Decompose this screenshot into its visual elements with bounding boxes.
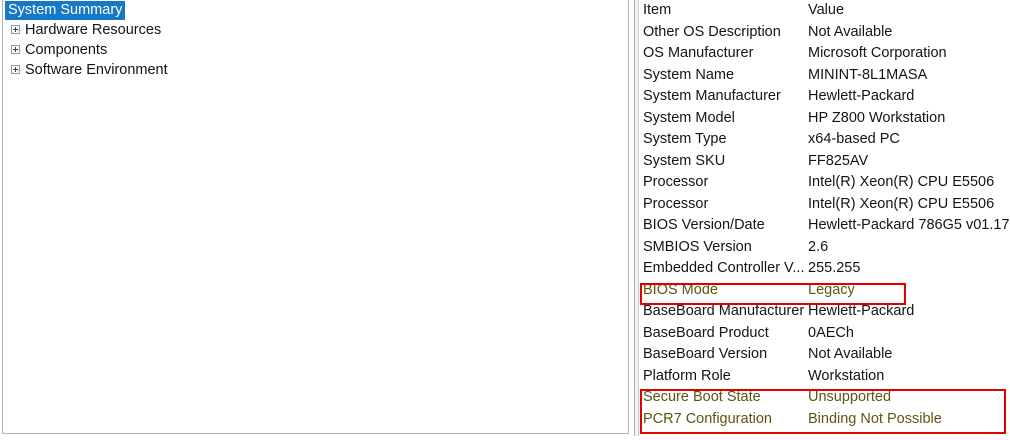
tree-item-hardware-resources[interactable]: Hardware Resources xyxy=(3,20,628,40)
cell-item: System Manufacturer xyxy=(643,88,781,104)
table-row[interactable]: System Manufacturer Hewlett-Packard xyxy=(640,86,1010,108)
table-row[interactable]: Other OS Description Not Available xyxy=(640,22,1010,44)
cell-item: System Model xyxy=(643,109,735,126)
cell-value: FF825AV xyxy=(808,152,869,169)
cell-item: System Type xyxy=(643,131,727,147)
cell-item: BaseBoard Product xyxy=(643,324,769,341)
cell-item: BIOS Mode xyxy=(643,281,718,298)
expand-plus-icon[interactable] xyxy=(11,24,20,34)
cell-item: Other OS Description xyxy=(643,23,781,40)
list-gutter xyxy=(635,0,639,436)
tree-connector-line xyxy=(17,70,22,71)
tree-item-system-summary[interactable]: System Summary xyxy=(3,0,628,20)
table-row[interactable]: Secure Boot State Unsupported xyxy=(640,387,1010,409)
tree-item-software-environment[interactable]: Software Environment xyxy=(3,60,628,80)
cell-item: BaseBoard Version xyxy=(643,346,768,362)
tree-item-label-selected: System Summary xyxy=(5,1,126,20)
tree-connector-line xyxy=(17,50,22,51)
table-row[interactable]: Platform Role Workstation xyxy=(640,366,1010,388)
cell-item: BIOS Version/Date xyxy=(643,217,765,233)
table-row[interactable]: System Model HP Z800 Workstation xyxy=(640,108,1010,130)
cell-item: SMBIOS Version xyxy=(643,238,752,255)
cell-value: Workstation xyxy=(808,367,885,384)
cell-item: Embedded Controller V... xyxy=(643,260,805,276)
cell-value: Hewlett-Packard xyxy=(808,88,915,104)
cell-value: Intel(R) Xeon(R) CPU E5506 xyxy=(808,174,995,190)
table-row[interactable]: BaseBoard Product 0AECh xyxy=(640,323,1010,345)
expand-plus-icon[interactable] xyxy=(11,64,20,74)
tree-item-components[interactable]: Components xyxy=(3,40,628,60)
cell-value: x64-based PC xyxy=(808,131,900,147)
cell-value: MININT-8L1MASA xyxy=(808,66,928,83)
cell-value: Microsoft Corporation xyxy=(808,45,947,61)
cell-value: 255.255 xyxy=(808,260,861,276)
table-row[interactable]: Embedded Controller V...255.255 xyxy=(640,258,1010,280)
cell-item: Secure Boot State xyxy=(643,389,761,405)
cell-item: Platform Role xyxy=(643,367,731,384)
table-row[interactable]: BIOS Version/Date Hewlett-Packard 786G5 v… xyxy=(640,215,1010,237)
cell-value: Hewlett-Packard 786G5 v01.17, 8/ xyxy=(808,217,1010,233)
cell-item: Processor xyxy=(643,195,709,212)
table-row[interactable]: Processor Intel(R) Xeon(R) CPU E5506 xyxy=(640,172,1010,194)
cell-value: Not Available xyxy=(808,346,893,362)
cell-value: Hewlett-Packard xyxy=(808,303,915,319)
expand-plus-icon[interactable] xyxy=(11,44,20,54)
cell-value: Unsupported xyxy=(808,389,892,405)
table-row[interactable]: System SKU FF825AV xyxy=(640,151,1010,173)
cell-item: PCR7 Configuration xyxy=(643,410,772,427)
tree-connector-line xyxy=(17,30,22,31)
tree-item-label: Components xyxy=(25,42,108,59)
table-row[interactable]: OS Manufacturer Microsoft Corporation xyxy=(640,43,1010,65)
cell-value: Binding Not Possible xyxy=(808,410,942,427)
table-row[interactable]: SMBIOS Version 2.6 xyxy=(640,237,1010,259)
cell-item: OS Manufacturer xyxy=(643,45,754,61)
cell-item: Processor xyxy=(643,174,709,190)
table-row[interactable]: BIOS Mode Legacy xyxy=(640,280,1010,302)
table-row[interactable]: System Name MININT-8L1MASA xyxy=(640,65,1010,87)
cell-value: 2.6 xyxy=(808,238,829,255)
cell-value: Intel(R) Xeon(R) CPU E5506 xyxy=(808,195,995,212)
table-row[interactable]: Processor Intel(R) Xeon(R) CPU E5506 xyxy=(640,194,1010,216)
cell-value: Not Available xyxy=(808,23,893,40)
tree-item-label: Hardware Resources xyxy=(25,22,162,39)
table-row[interactable]: BaseBoard Version Not Available xyxy=(640,344,1010,366)
tree-item-label: Software Environment xyxy=(25,62,168,79)
list-header-row[interactable]: Item Value xyxy=(640,0,1010,22)
cell-item: BaseBoard Manufacturer xyxy=(643,303,805,319)
table-row[interactable]: PCR7 Configuration Binding Not Possible xyxy=(640,409,1010,431)
table-row[interactable]: System Type x64-based PC xyxy=(640,129,1010,151)
cell-item: System Name xyxy=(643,66,735,83)
cell-value: 0AECh xyxy=(808,324,854,341)
cell-value: Legacy xyxy=(808,281,855,298)
cell-item: System SKU xyxy=(643,152,726,169)
column-header-value[interactable]: Value xyxy=(808,2,845,18)
cell-value: HP Z800 Workstation xyxy=(808,109,946,126)
column-header-item[interactable]: Item xyxy=(643,2,672,18)
